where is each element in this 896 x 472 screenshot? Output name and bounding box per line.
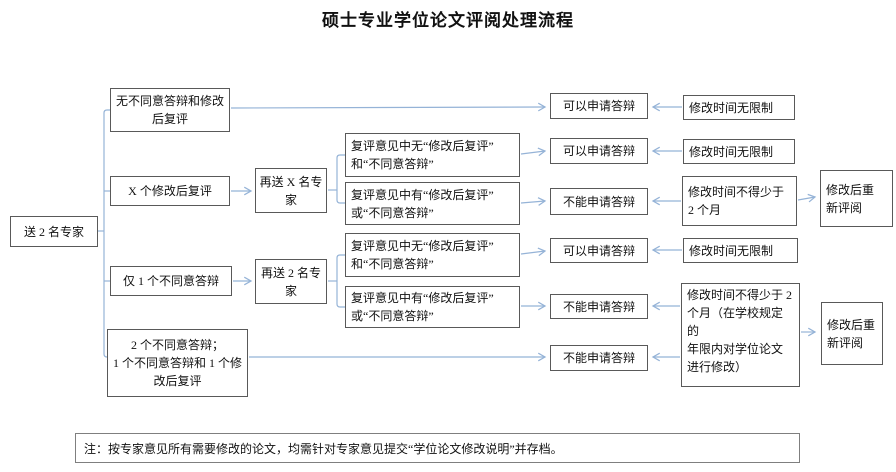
time-node-4: 修改时间无限制: [683, 238, 798, 263]
review-node-2: 复评意见中有“修改后复评” 或“不同意答辩”: [345, 182, 520, 225]
time-node-5: 修改时间不得少于 2 个月（在学校规定的 年限内对学位论文 进行修改）: [681, 283, 800, 387]
result-node-1: 可以申请答辩: [550, 93, 648, 119]
review-node-3: 复评意见中无“修改后复评” 和“不同意答辩”: [345, 233, 520, 277]
result-node-4: 可以申请答辩: [550, 238, 648, 263]
resend-node-1: 再送 X 名专 家: [255, 168, 327, 213]
branch-node-2: X 个修改后复评: [110, 176, 230, 206]
result-node-2: 可以申请答辩: [550, 138, 648, 164]
rereview-node-1: 修改后重 新评阅: [820, 170, 893, 227]
note-box: 注：按专家意见所有需要修改的论文，均需针对专家意见提交“学位论文修改说明”并存档…: [75, 433, 800, 463]
review-node-4: 复评意见中有“修改后复评” 或“不同意答辩”: [345, 286, 520, 328]
start-node: 送 2 名专家: [10, 216, 98, 247]
flowchart-title: 硕士专业学位论文评阅处理流程: [322, 11, 574, 30]
branch-node-3: 仅 1 个不同意答辩: [110, 266, 232, 296]
time-node-2: 修改时间无限制: [683, 139, 795, 164]
time-node-3: 修改时间不得少于 2 个月: [682, 176, 797, 226]
review-node-1: 复评意见中无“修改后复评” 和“不同意答辩”: [345, 133, 520, 177]
time-node-1: 修改时间无限制: [683, 95, 795, 120]
result-node-5: 不能申请答辩: [550, 294, 648, 319]
branch-node-1: 无不同意答辩和修改 后复评: [110, 88, 230, 132]
resend-node-2: 再送 2 名专 家: [255, 259, 327, 304]
result-node-3: 不能申请答辩: [550, 188, 648, 215]
result-node-6: 不能申请答辩: [550, 345, 648, 371]
rereview-node-2: 修改后重 新评阅: [821, 302, 883, 365]
branch-node-4: 2 个不同意答辩； 1 个不同意答辩和 1 个修 改后复评: [107, 329, 248, 397]
